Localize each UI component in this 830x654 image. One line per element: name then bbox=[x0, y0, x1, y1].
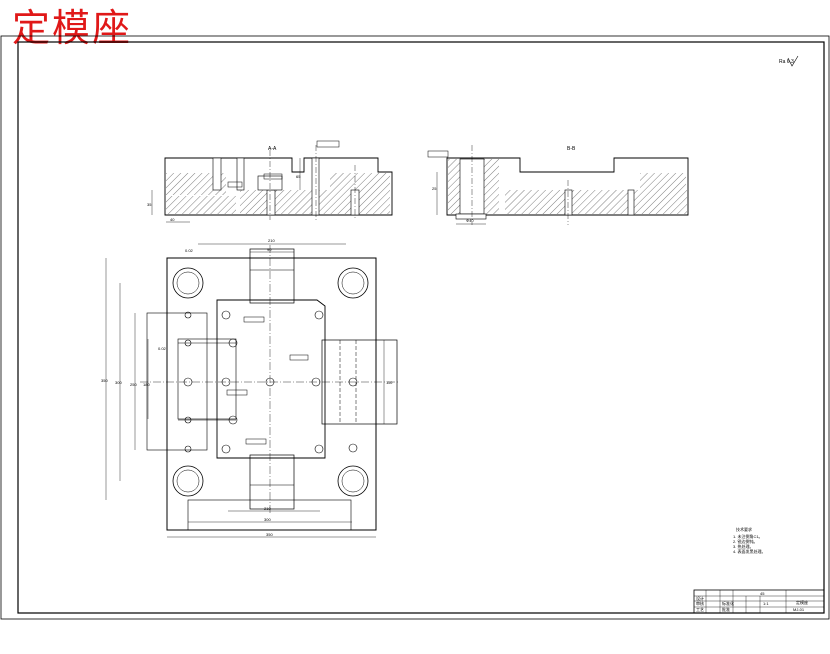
dim-left-inner: 250 bbox=[130, 382, 137, 387]
tb-label-standard: 标准化 bbox=[722, 600, 734, 606]
dim-left-small: 180 bbox=[143, 382, 150, 387]
dim-lower-total: 300 bbox=[264, 517, 271, 522]
tb-drawing-no: MJ-01 bbox=[793, 607, 805, 612]
tol-2: 0.02 bbox=[158, 346, 167, 351]
tb-material: 45 bbox=[760, 591, 765, 596]
dim-section-h2: 65 bbox=[296, 174, 301, 179]
dim-section-w: 40 bbox=[170, 217, 175, 222]
section-aa-view: A-A 35 65 bbox=[147, 140, 393, 223]
drawing-title: 定模座 bbox=[12, 6, 133, 50]
plan-view: 210 90 210 300 350 350 300 250 180 110 0… bbox=[101, 238, 400, 538]
dim-bb-d: Φ40 bbox=[466, 218, 474, 223]
section-aa-label: A-A bbox=[268, 146, 277, 152]
dim-lower-width: 210 bbox=[264, 506, 271, 511]
tb-label-review: 审核 bbox=[696, 600, 704, 606]
inner-border bbox=[17, 41, 825, 614]
title-block: 设计 审核 工艺 标准化 批准 45 1:1 定模座 MJ-01 bbox=[693, 589, 825, 614]
dim-right-span: 110 bbox=[386, 380, 393, 385]
dim-slot-width: 90 bbox=[267, 247, 272, 252]
tol-1: 0.02 bbox=[185, 248, 194, 253]
notes-line-3: 3. 热处理。 bbox=[733, 543, 753, 549]
notes-line-1: 1. 未注倒角C1。 bbox=[733, 533, 763, 539]
section-bb-label: B-B bbox=[567, 146, 576, 152]
notes-heading: 技术要求 bbox=[736, 526, 752, 532]
tb-label-process: 工艺 bbox=[696, 607, 704, 612]
outer-border bbox=[0, 35, 830, 620]
roughness-symbol: Ra 6.3 bbox=[779, 55, 799, 67]
dim-overall-height: 350 bbox=[101, 378, 108, 383]
dim-inner-width: 210 bbox=[268, 238, 275, 243]
tb-part-name: 定模座 bbox=[796, 599, 808, 605]
dim-section-h1: 35 bbox=[147, 202, 152, 207]
dim-left-span: 300 bbox=[115, 380, 122, 385]
technical-notes: 技术要求 1. 未注倒角C1。 2. 锐边倒钝。 3. 热处理。 4. 表面发黑… bbox=[733, 526, 765, 554]
section-bb-view: B-B 25 Φ40 bbox=[427, 145, 689, 225]
dim-bb-h: 25 bbox=[432, 186, 437, 191]
dim-overall-width: 350 bbox=[266, 532, 273, 537]
tb-label-approve: 批准 bbox=[722, 606, 730, 612]
notes-line-4: 4. 表面发黑处理。 bbox=[733, 548, 765, 554]
roughness-text: Ra 6.3 bbox=[779, 59, 794, 65]
tb-scale: 1:1 bbox=[763, 601, 769, 606]
tb-label-design: 设计 bbox=[696, 595, 704, 601]
notes-line-2: 2. 锐边倒钝。 bbox=[733, 538, 757, 544]
